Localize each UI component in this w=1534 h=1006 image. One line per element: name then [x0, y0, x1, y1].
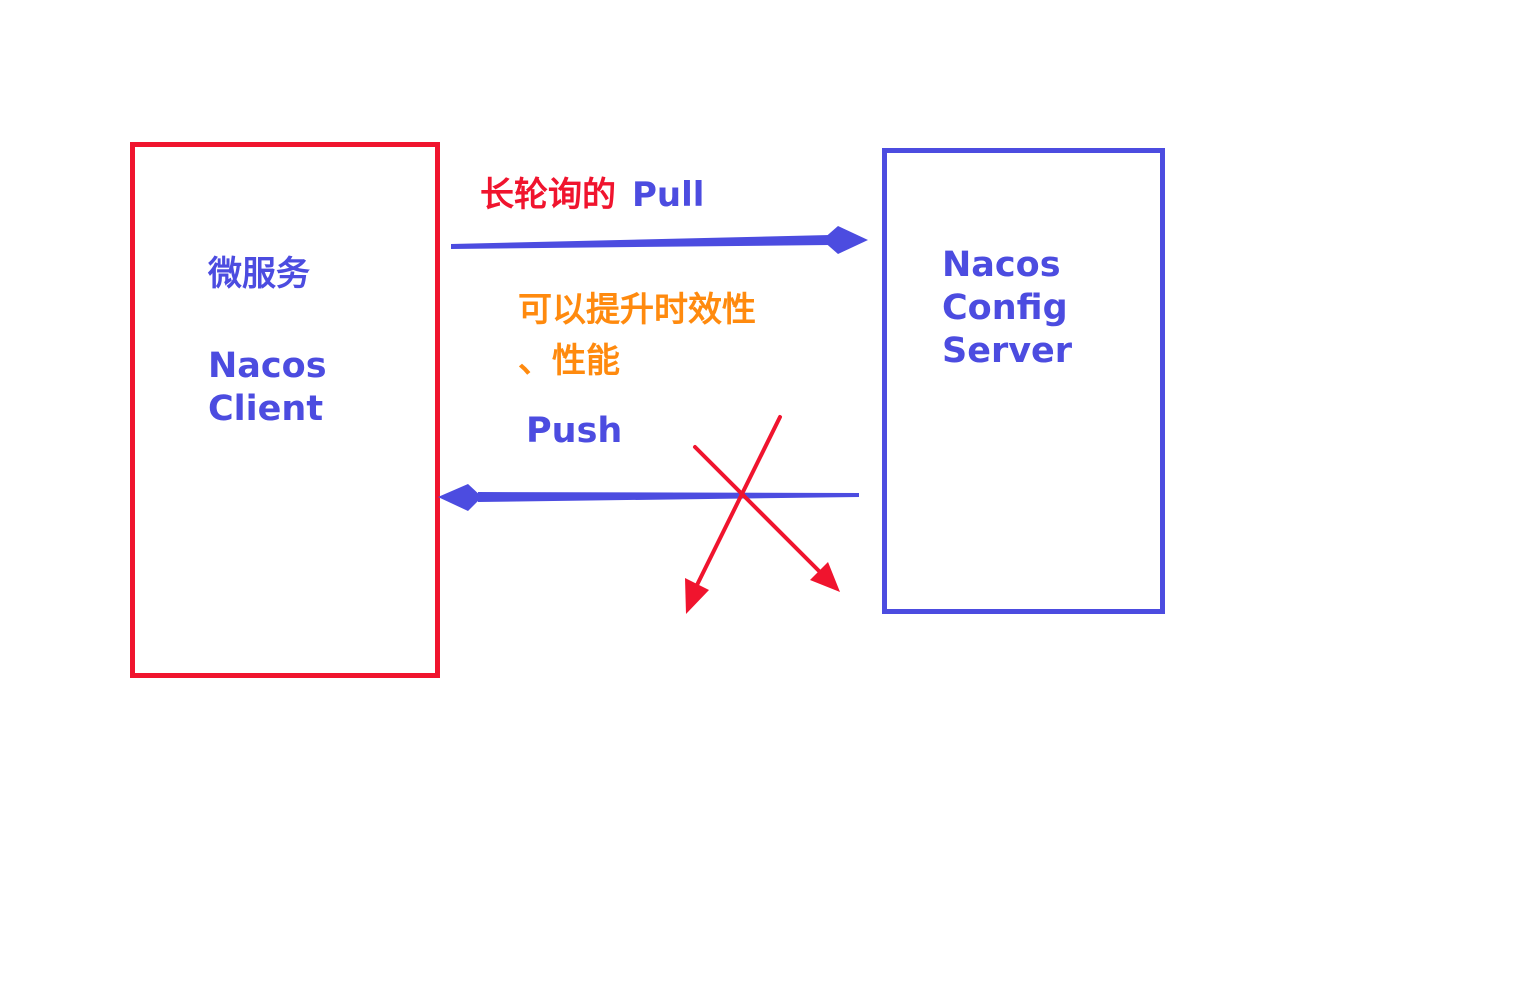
client-title-cn: 微服务 — [208, 254, 310, 294]
benefit-note-line2: 、性能 — [518, 341, 620, 381]
nacos-config-server-box — [882, 148, 1165, 614]
pull-label: 长轮询的 Pull — [480, 175, 704, 216]
client-title-en-line1: Nacos — [208, 346, 327, 386]
pull-arrow — [451, 226, 868, 254]
push-arrow — [438, 484, 859, 511]
nacos-client-box — [130, 142, 440, 678]
benefit-note-line1: 可以提升时效性 — [518, 290, 756, 330]
pull-label-en: Pull — [632, 175, 705, 215]
server-title-line2: Config — [942, 288, 1068, 328]
client-title-en-line2: Client — [208, 389, 324, 429]
server-title-line1: Nacos — [942, 245, 1061, 285]
server-title-line3: Server — [942, 331, 1073, 371]
pull-label-cn: 长轮询的 — [480, 175, 616, 215]
push-label: Push — [526, 411, 623, 451]
cross-out-mark — [685, 415, 840, 614]
